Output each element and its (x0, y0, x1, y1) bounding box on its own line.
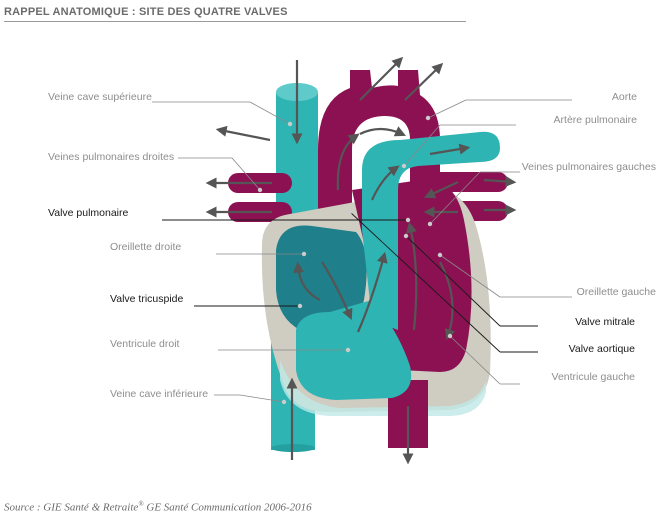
label-artere-pulmonaire: Artère pulmonaire (553, 114, 637, 126)
label-valve-pulmonaire: Valve pulmonaire (48, 207, 129, 219)
right-ventricle (296, 300, 412, 400)
aorta (318, 70, 440, 215)
leader-lines (152, 99, 572, 403)
heart-wall-shadow (280, 360, 486, 416)
source-prefix: Source : GIE Santé & Retraite (4, 501, 139, 514)
label-aorte: Aorte (611, 91, 637, 103)
source-credit: Source : GIE Santé & Retraite® GE Santé … (4, 500, 312, 514)
label-veine-cave-inferieure: Veine cave inférieure (110, 388, 209, 400)
label-valve-aortique: Valve aortique (568, 343, 635, 355)
label-valve-mitrale: Valve mitrale (575, 316, 635, 328)
pulmonary-trunk (362, 131, 500, 330)
leader-lines-dark (162, 211, 538, 353)
label-veines-pulmonaires-droites: Veines pulmonaires droites (48, 151, 175, 163)
registered-mark: ® (138, 500, 144, 508)
label-oreillette-gauche: Oreillette gauche (576, 286, 656, 298)
label-veines-pulmonaires-gauches: Veines pulmonaires gauches (521, 161, 656, 173)
page-title: RAPPEL ANATOMIQUE : SITE DES QUATRE VALV… (4, 6, 288, 18)
title-divider (4, 21, 466, 22)
label-oreillette-droite: Oreillette droite (110, 241, 182, 253)
source-suffix: GE Santé Communication 2006-2016 (143, 501, 312, 514)
label-ventricule-gauche: Ventricule gauche (551, 371, 635, 383)
leader-dots (257, 115, 453, 405)
flow-arrows (205, 56, 517, 465)
label-valve-tricuspide: Valve tricuspide (110, 293, 184, 305)
label-veine-cave-superieure: Veine cave supérieure (48, 91, 152, 103)
superior-vena-cava (276, 84, 318, 230)
label-ventricule-droit: Ventricule droit (110, 338, 180, 350)
